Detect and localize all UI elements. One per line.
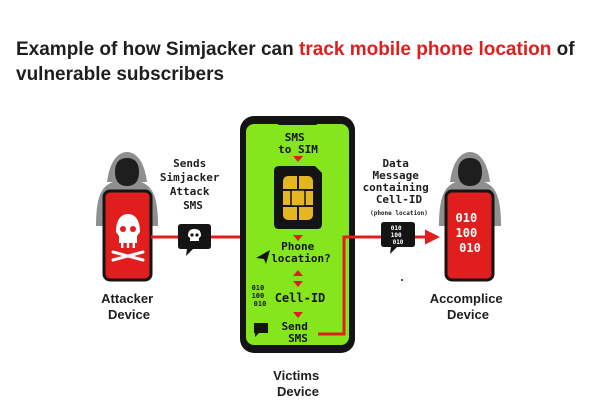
title-prefix: Example of how Simjacker can xyxy=(16,39,299,60)
attacker-label: Attacker Device xyxy=(101,291,157,322)
victim-binary: 010 100 010 xyxy=(252,284,269,308)
arrow-down-icon xyxy=(293,312,303,318)
title-suffix: of vulnerable subscribers xyxy=(16,39,575,85)
arrow-down-icon xyxy=(293,156,303,162)
phone-location-label: Phone location? xyxy=(271,240,331,265)
page-title: Example of how Simjacker can track mobil… xyxy=(16,37,586,87)
sms-to-sim-label: SMS to SIM xyxy=(278,131,318,156)
attacker-message-text: Sends Simjacker Attack SMS xyxy=(160,157,226,212)
arrow-down-icon xyxy=(293,235,303,241)
accomplice-binary: 010 100 010 xyxy=(456,211,485,255)
skull-icon xyxy=(111,214,145,262)
chat-bubble-icon xyxy=(254,323,268,337)
send-sms-label: Send SMS xyxy=(281,320,314,345)
location-pointer-icon xyxy=(256,250,270,264)
svg-text:010 100 010: 010 100 010 xyxy=(391,225,405,246)
accomplice-phone xyxy=(444,189,495,282)
arrow-updown-icon xyxy=(293,270,303,287)
sim-card-icon xyxy=(274,166,322,229)
victim-phone xyxy=(240,116,355,353)
accomplice-message-note: (phone location) xyxy=(370,210,428,217)
binary-sms-bubble-icon: 010 100 010 xyxy=(381,222,415,254)
accomplice-label: Accomplice Device xyxy=(430,291,507,322)
accomplice-message-text: Data Message containing Cell-ID xyxy=(363,157,436,206)
cell-id-label: Cell-ID xyxy=(275,291,326,305)
skull-sms-bubble-icon xyxy=(178,224,211,256)
victim-label: Victims Device xyxy=(273,368,323,399)
stray-dot xyxy=(401,279,403,281)
title-highlight: track mobile phone location xyxy=(299,39,552,60)
